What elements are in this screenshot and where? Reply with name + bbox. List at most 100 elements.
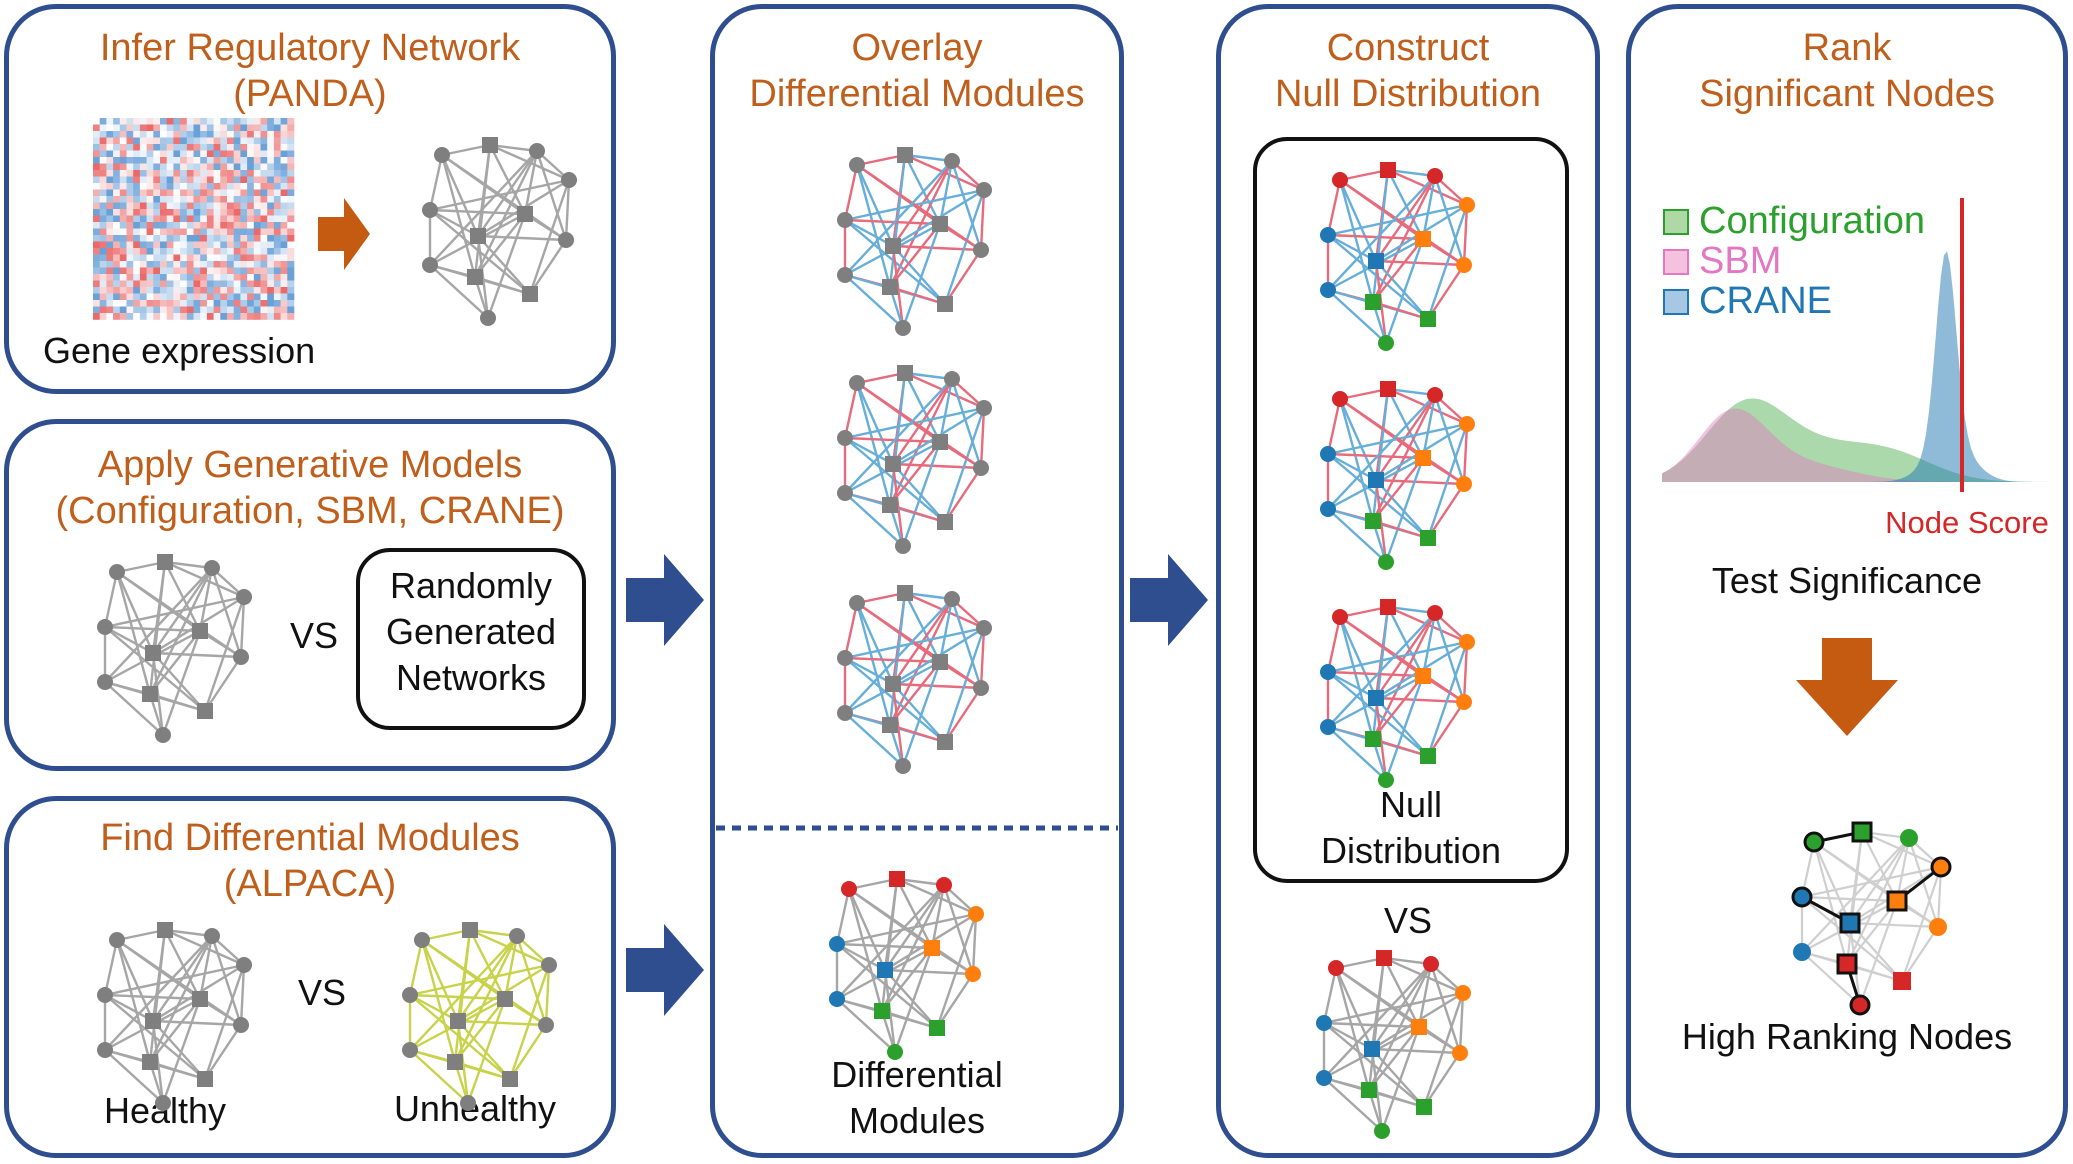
network-node [1365,294,1381,310]
heatmap-cell [113,176,121,184]
heatmap-cell [160,222,167,229]
network-edge [844,436,941,444]
heatmap-cell [253,248,261,255]
network-edge [979,189,986,251]
heatmap-cell [139,131,147,138]
heatmap-cell [119,261,127,268]
network-edge [1375,696,1465,704]
network-edge [564,179,571,241]
network-node [837,650,853,666]
heatmap-cell [186,163,194,171]
heatmap-cell [206,248,214,255]
heatmap-cell [139,248,147,255]
heatmap-cell [173,235,181,242]
network-node [145,645,161,661]
network-edge [1375,478,1465,486]
network-node [1378,772,1394,788]
network-node [1459,416,1475,432]
heatmap-cell [139,144,147,151]
heatmap-cell [93,157,100,164]
heatmap-cell [200,254,208,262]
heatmap-cell [106,222,114,229]
heatmap-cell [193,131,201,138]
heatmap-cell [126,137,134,145]
network-edge [892,462,982,470]
heatmap-cell [227,280,234,288]
heatmap-cell [180,209,188,216]
heatmap-cell [213,118,221,125]
heatmap-cell [193,170,201,177]
heatmap-cell [99,209,107,216]
heatmap-cell [166,118,174,125]
heatmap-cell [206,274,214,281]
heatmap-cell [93,209,100,216]
heatmap-cell [240,137,248,145]
network-edge [889,285,946,306]
heatmap-cell [99,241,107,249]
heatmap-cell [227,241,234,249]
heatmap-cell [213,137,221,145]
heatmap-cell [93,306,100,314]
heatmap-cell [133,280,141,288]
heatmap-cell [206,261,214,268]
high-ranking-network [1791,821,1952,1016]
heatmap-cell [273,189,281,197]
network-node [97,1042,113,1058]
heatmap-cell [119,202,127,210]
heatmap-cell [93,150,100,158]
heatmap-cell [227,209,234,216]
heatmap-cell [273,157,281,164]
heatmap-cell [206,196,214,203]
heatmap-cell [153,287,161,294]
heatmap-cell [233,235,241,242]
heatmap-cell [267,131,275,138]
legend-label-configuration: Configuration [1699,200,1926,242]
heatmap-cell [180,202,188,210]
heatmap-cell [146,170,154,177]
network-node [155,727,171,743]
heatmap-cell [240,306,248,314]
heatmap-cell [280,202,288,210]
panel2-title-line2: (Configuration, SBM, CRANE) [55,490,565,532]
heatmap-cell [273,313,281,320]
panel3-vs-label: VS [297,972,347,1013]
heatmap-cell [247,170,255,177]
heatmap-cell [233,209,241,216]
heatmap-cell [180,183,188,190]
heatmap-cell [193,235,201,242]
network-node [937,514,953,530]
heatmap-cell [99,300,107,307]
heatmap-cell [280,235,288,242]
heatmap-cell [233,248,241,255]
null-network-1 [1320,162,1475,351]
network-edge [1812,841,1849,965]
heatmap-cell [247,176,255,184]
heatmap-cell [220,196,228,203]
network-edge [148,929,167,1063]
heatmap-cell [126,170,134,177]
network-edge [936,973,974,1029]
heatmap-cell [200,306,208,314]
heatmap-cell [126,202,134,210]
heatmap-cell [273,131,281,138]
network-node [973,680,989,696]
heatmap-cell [160,144,167,151]
heatmap-cell [153,267,161,275]
heatmap-cell [173,241,181,249]
heatmap-cell [113,248,121,255]
heatmap-cell [273,241,281,249]
heatmap-cell [206,241,214,249]
heatmap-cell [93,313,100,320]
heatmap-cell [99,293,107,301]
heatmap-cell [273,228,281,236]
heatmap-cell [253,144,261,151]
network-node [529,143,545,159]
heatmap-cell [93,183,100,190]
network-node [877,962,893,978]
heatmap-cell [153,293,161,301]
heatmap-cell [173,118,181,125]
heatmap-cell [213,313,221,320]
heatmap-cell [240,241,248,249]
heatmap-cell [287,137,295,145]
null-distribution-box: Null Distribution [1253,137,1569,883]
